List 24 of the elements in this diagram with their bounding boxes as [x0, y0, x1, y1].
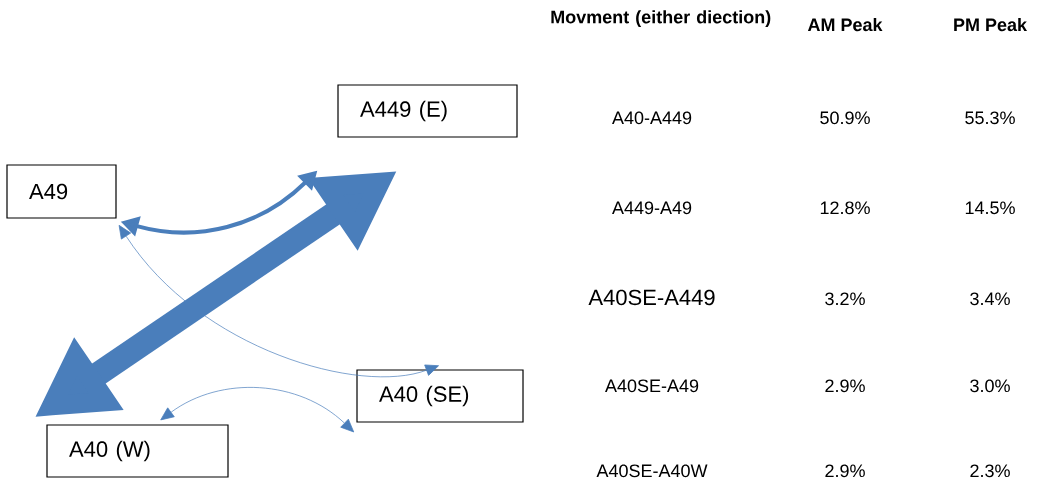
place-box: A40 (W): [46, 424, 229, 478]
table-cell: 2.9%: [825, 464, 865, 478]
table-cell: 3.0%: [970, 379, 1010, 393]
place-box: A49: [6, 164, 117, 219]
table-cell: 2.3%: [970, 464, 1010, 478]
table-cell: A449-A49: [612, 201, 692, 215]
column-header: PM Peak: [954, 17, 1028, 32]
table-cell: 50.9%: [820, 111, 870, 125]
place-box: A449 (E): [337, 84, 518, 138]
table-cell: 14.5%: [965, 201, 1015, 215]
table-cell: A40SE-A449: [588, 289, 715, 306]
column-header: AM Peak: [807, 17, 883, 32]
column-header: Movment (either diection): [551, 10, 771, 27]
table-cell: 3.2%: [825, 292, 865, 306]
table-cell: 12.8%: [820, 201, 870, 215]
table-cell: A40-A449: [612, 111, 692, 125]
table-cell: A40SE-A49: [605, 379, 699, 393]
arrow: [160, 387, 355, 433]
table-cell: 2.9%: [825, 379, 865, 393]
place-box: A40 (SE): [356, 369, 524, 423]
table-cell: 3.4%: [970, 292, 1010, 306]
table-cell: A40SE-A40W: [596, 464, 708, 478]
arrow: [118, 225, 439, 378]
table-cell: 55.3%: [965, 111, 1015, 125]
